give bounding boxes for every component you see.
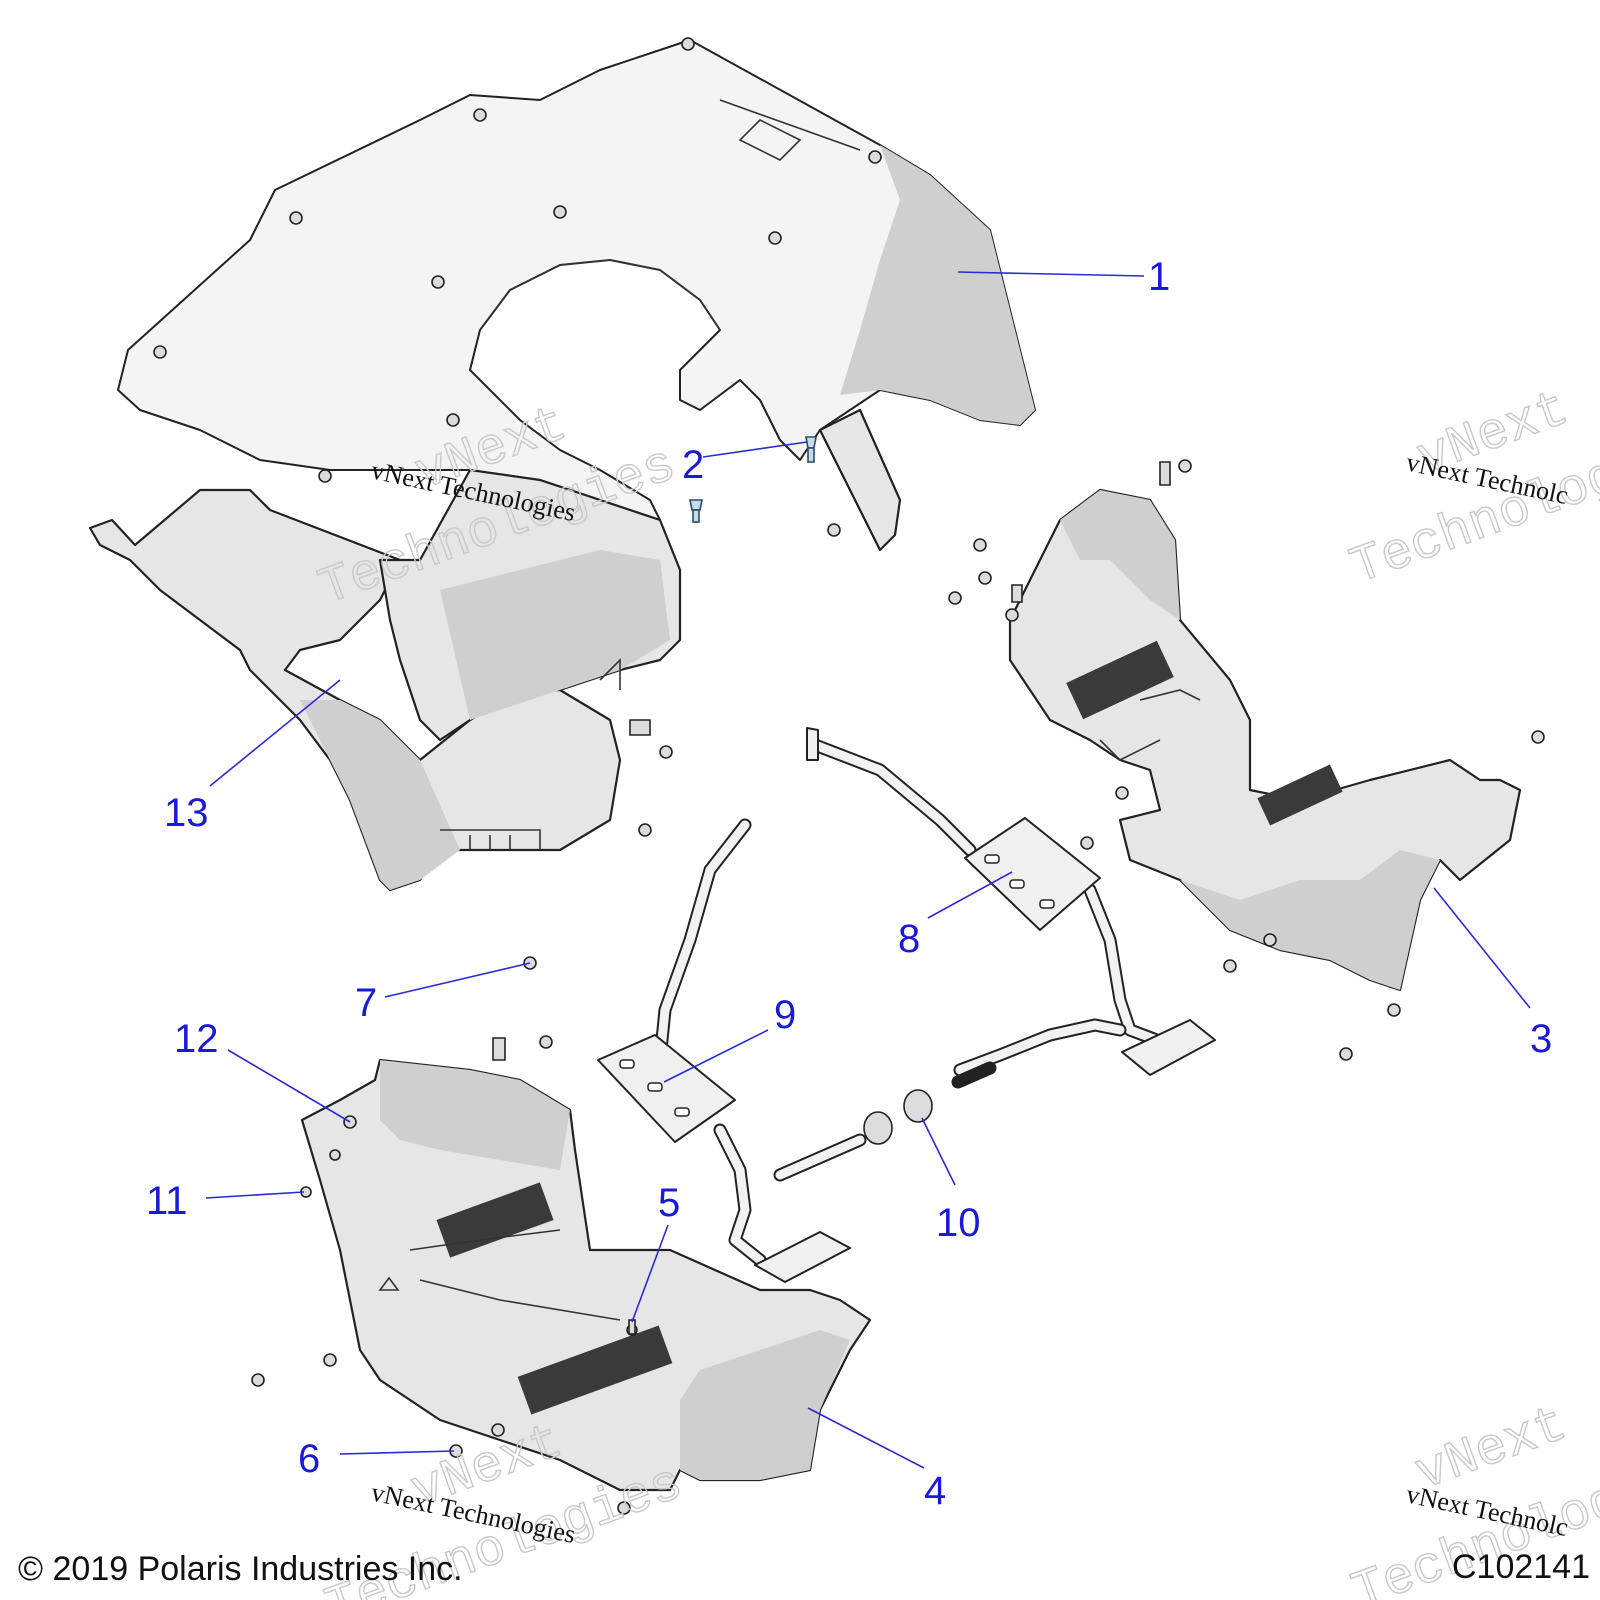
copyright-notice: © 2019 Polaris Industries Inc. <box>18 1550 463 1588</box>
callout-1: 1 <box>1148 255 1170 299</box>
leader-9 <box>663 1029 769 1083</box>
leader-12 <box>227 1049 351 1123</box>
leader-2 <box>702 441 808 458</box>
callout-5: 5 <box>658 1181 680 1225</box>
leader-11 <box>205 1191 305 1199</box>
part-4-left-footwell <box>251 1058 872 1515</box>
callout-11: 11 <box>146 1179 188 1223</box>
leader-5 <box>631 1224 669 1323</box>
callout-9: 9 <box>774 993 796 1037</box>
callout-4: 4 <box>924 1469 946 1513</box>
callout-labels: 1 2 3 4 5 6 7 8 9 10 11 12 13 <box>146 255 1552 1513</box>
part-1-rear-fender <box>117 37 1036 552</box>
leader-lines <box>205 271 1531 1469</box>
callout-2: 2 <box>682 443 704 487</box>
callout-10: 10 <box>936 1201 981 1245</box>
leader-10 <box>921 1117 956 1186</box>
part-9-left-footrest <box>597 818 867 1283</box>
part-3-right-footwell <box>1008 488 1545 1061</box>
callout-6: 6 <box>298 1437 320 1481</box>
leader-7 <box>384 962 531 998</box>
leader-6 <box>339 1450 455 1455</box>
diagram-code: C102141 <box>1452 1548 1590 1586</box>
leader-8 <box>927 871 1013 919</box>
callout-8: 8 <box>898 917 920 961</box>
callout-3: 3 <box>1530 1017 1552 1061</box>
part-1-rear-wall <box>378 468 682 742</box>
part-10-bushings <box>863 1061 997 1145</box>
callout-13: 13 <box>164 791 209 835</box>
leader-13 <box>209 679 341 787</box>
callout-7: 7 <box>355 981 377 1025</box>
leader-3 <box>1433 887 1531 1009</box>
callout-12: 12 <box>174 1017 219 1061</box>
part-8-right-footrest <box>806 727 1216 1077</box>
leader-4 <box>807 1407 925 1469</box>
leader-1 <box>957 271 1145 277</box>
fasteners <box>300 436 1192 1458</box>
